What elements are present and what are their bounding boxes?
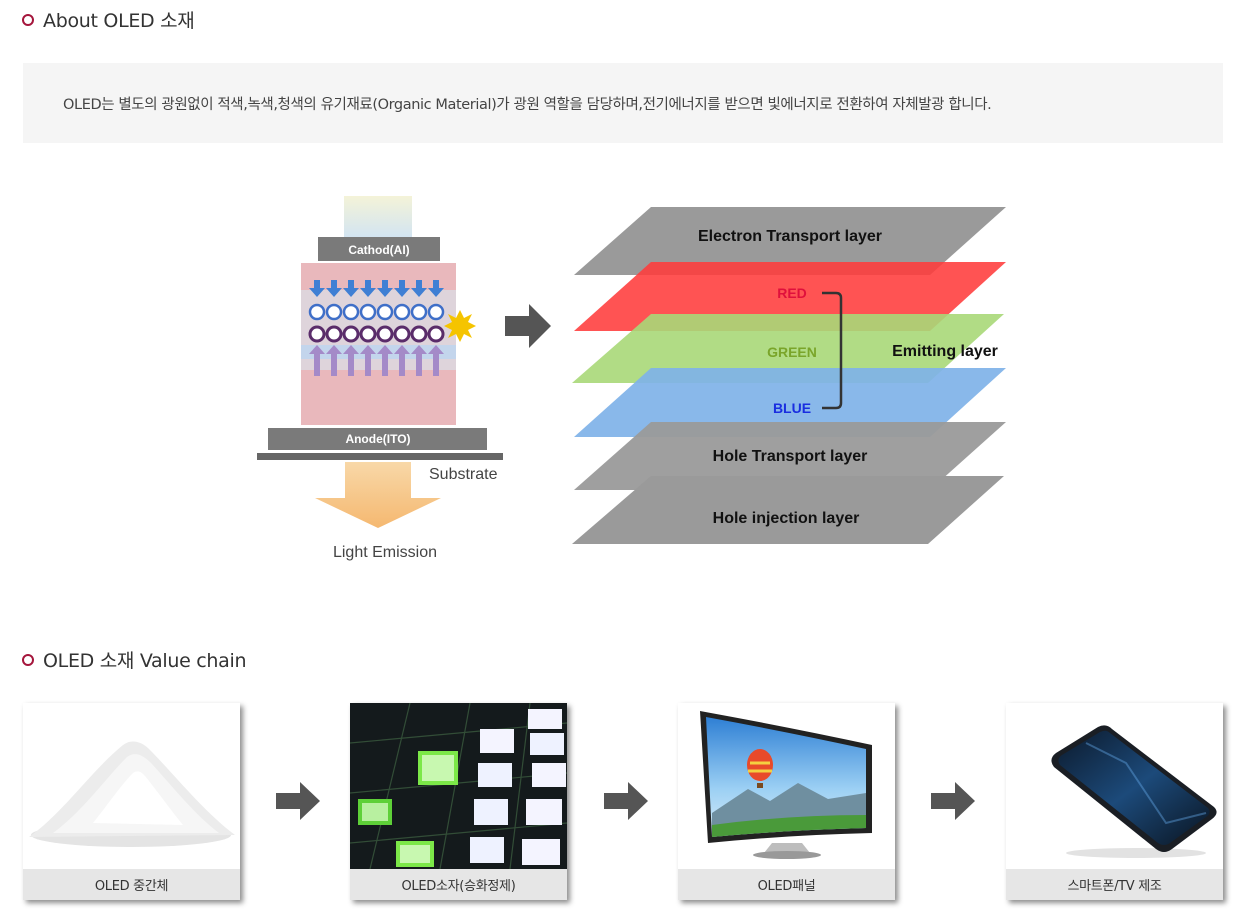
arrow-right-icon <box>931 782 975 820</box>
electron-circles <box>308 303 445 321</box>
arrow-right-icon <box>505 304 551 348</box>
oled-structure-diagram: Cathod(AI) <box>257 196 1006 561</box>
layer-blue <box>574 368 1006 437</box>
light-emission-label: Light Emission <box>333 544 437 561</box>
hole-arrows <box>309 345 444 376</box>
chain-label: OLED패널 <box>678 869 895 900</box>
layer-red <box>574 262 1006 331</box>
layer-green <box>572 314 1004 383</box>
section-title-value-chain: OLED 소재 Value chain <box>22 646 246 673</box>
emitting-bracket <box>822 291 843 410</box>
arrow-right-icon <box>604 782 648 820</box>
substrate-label: Substrate <box>429 466 498 483</box>
section-title-text: About OLED 소재 <box>43 10 195 32</box>
description-box: OLED는 별도의 광원없이 적색,녹색,청색의 유기재료(Organic Ma… <box>23 63 1223 143</box>
description-text: OLED는 별도의 광원없이 적색,녹색,청색의 유기재료(Organic Ma… <box>63 97 992 113</box>
circle-bullet-icon <box>22 654 34 666</box>
arrow-right-icon <box>276 782 320 820</box>
electron-arrows <box>309 280 444 297</box>
cathode-bar <box>318 237 440 261</box>
section-title-text: OLED 소재 Value chain <box>43 650 247 672</box>
oled-layer-stack: Electron Transport layer RED GREEN BLUE … <box>572 207 1006 544</box>
blue-label: BLUE <box>773 400 811 416</box>
powder-image <box>23 703 240 869</box>
hil-label: Hole injection layer <box>713 510 860 527</box>
htl-label: Hole Transport layer <box>713 448 868 465</box>
emitting-label: Emitting layer <box>892 343 998 360</box>
spark-icon <box>444 310 476 342</box>
anode-bar <box>268 428 487 450</box>
etl-label: Electron Transport layer <box>698 228 882 245</box>
light-emission-arrow <box>315 462 441 528</box>
layer-etl <box>574 207 1006 275</box>
red-label: RED <box>777 285 807 301</box>
anode-label: Anode(ITO) <box>345 432 410 446</box>
layer-htl <box>574 422 1006 490</box>
curved-tv-image <box>678 703 895 869</box>
chain-card-device: OLED소자(승화정제) <box>350 703 567 900</box>
chain-card-smartphone: 스마트폰/TV 제조 <box>1006 703 1223 900</box>
chain-label: 스마트폰/TV 제조 <box>1006 869 1223 900</box>
chain-label: OLED 중간체 <box>23 869 240 900</box>
section-title-about: About OLED 소재 <box>22 6 195 33</box>
chain-card-intermediate: OLED 중간체 <box>23 703 240 900</box>
oled-device-image <box>350 703 567 869</box>
cathode-label: Cathod(AI) <box>348 243 409 257</box>
top-light-glow <box>344 196 412 238</box>
chain-label: OLED소자(승화정제) <box>350 869 567 900</box>
hole-circles <box>308 325 445 343</box>
diagram-svg: Cathod(AI) <box>257 196 1006 561</box>
circle-bullet-icon <box>22 14 34 26</box>
layer-hil <box>572 476 1004 544</box>
smartphone-image <box>1006 703 1223 869</box>
chain-card-panel: OLED패널 <box>678 703 895 900</box>
substrate-bar <box>257 453 503 460</box>
green-label: GREEN <box>767 344 817 360</box>
oled-device-cross-section: Cathod(AI) <box>257 196 503 561</box>
